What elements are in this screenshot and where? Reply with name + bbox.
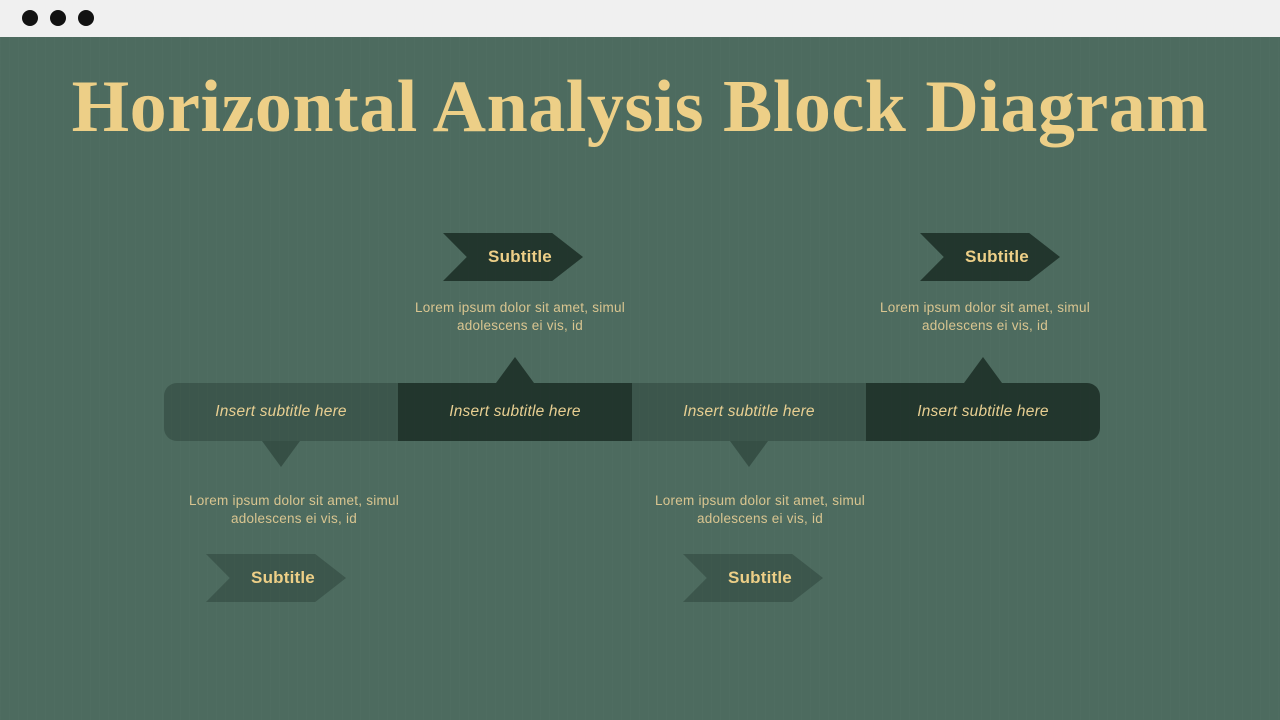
- description-top-1: Lorem ipsum dolor sit amet, simul adoles…: [414, 300, 626, 333]
- ribbon-top-1[interactable]: Subtitle: [443, 233, 583, 281]
- ribbon-bottom-2-label: Subtitle: [728, 568, 792, 587]
- ribbon-top-2[interactable]: Subtitle: [920, 233, 1060, 281]
- ribbon-top-1-label: Subtitle: [488, 247, 552, 266]
- description-bottom-2: Lorem ipsum dolor sit amet, simul adoles…: [654, 493, 866, 526]
- bar-segment-2[interactable]: Insert subtitle here: [398, 357, 632, 441]
- page-title: Horizontal Analysis Block Diagram: [71, 66, 1209, 148]
- pointer-up-icon-2: [964, 357, 1002, 383]
- description-bottom-1: Lorem ipsum dolor sit amet, simul adoles…: [188, 493, 400, 526]
- pointer-down-icon-2: [730, 441, 768, 467]
- slide-canvas: Horizontal Analysis Block Diagram Subtit…: [0, 37, 1280, 720]
- maximize-dot-icon[interactable]: [78, 10, 94, 26]
- ribbon-bottom-2[interactable]: Subtitle: [683, 554, 823, 602]
- main-horizontal-bar: Insert subtitle here Insert subtitle her…: [164, 357, 1100, 467]
- window-title-bar: [0, 0, 1280, 37]
- description-top-2: Lorem ipsum dolor sit amet, simul adoles…: [879, 300, 1091, 333]
- bar-segment-4-label: Insert subtitle here: [917, 403, 1049, 420]
- ribbon-bottom-1[interactable]: Subtitle: [206, 554, 346, 602]
- minimize-dot-icon[interactable]: [50, 10, 66, 26]
- bar-segment-3-label: Insert subtitle here: [683, 403, 815, 420]
- bar-segment-3[interactable]: Insert subtitle here: [632, 383, 866, 467]
- ribbon-bottom-1-label: Subtitle: [251, 568, 315, 587]
- bar-segment-2-label: Insert subtitle here: [449, 403, 581, 420]
- close-dot-icon[interactable]: [22, 10, 38, 26]
- pointer-up-icon-1: [496, 357, 534, 383]
- bar-segment-4[interactable]: Insert subtitle here: [866, 357, 1100, 441]
- pointer-down-icon-1: [262, 441, 300, 467]
- bar-segment-1[interactable]: Insert subtitle here: [164, 383, 398, 467]
- bar-segment-1-label: Insert subtitle here: [215, 403, 347, 420]
- window-controls: [22, 10, 94, 26]
- ribbon-top-2-label: Subtitle: [965, 247, 1029, 266]
